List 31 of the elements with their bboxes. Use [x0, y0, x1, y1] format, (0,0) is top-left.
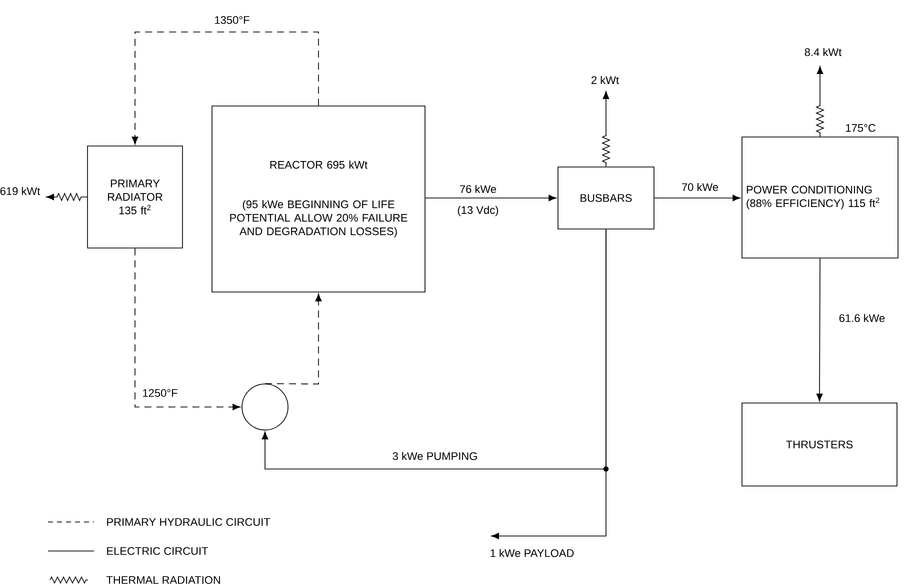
thrusters-box: THRUSTERS [742, 402, 898, 486]
reactor-box: REACTOR 695 kWt (95 kWe BEGINNING OF LIFE POTENTIAL ALLOW 20% FAILURE AND DEGRADATION LOSSES) [212, 106, 426, 292]
arrow [425, 194, 556, 202]
edge-label: 70 kWe [680, 182, 720, 192]
edge-label: 1350°F [213, 15, 251, 25]
radiator-box: PRIMARY RADIATOR 135 ft$^{2}$ [87, 146, 183, 248]
arrow [491, 229, 606, 540]
radiation-arrow [601, 91, 611, 167]
edge-label: 8.4 kWt [803, 46, 843, 58]
edge-label: 3 kWe PUMPING [391, 450, 479, 462]
busbars-box: BUSBARS [558, 166, 654, 230]
legend-text: ELECTRIC CIRCUIT [107, 547, 208, 555]
radiation-arrow [815, 66, 825, 137]
pump-circle [242, 384, 288, 430]
power-conditioning-box: POWER CONDITIONING (88% EFFICIENCY) 115 ft$^{2}$ [742, 136, 898, 258]
edge-label: 1250°F [141, 388, 179, 398]
radiation-arrow [46, 192, 88, 202]
arrow [654, 194, 740, 202]
arrow [132, 32, 319, 144]
edge-label: 1 kWe PAYLOAD [488, 548, 576, 558]
edge-label: 619 kWt [0, 186, 42, 196]
edge-label: 2 kWt [590, 74, 620, 86]
edge-label: 76 kWe [458, 184, 498, 194]
annotation-label: (13 Vdc) [458, 206, 498, 216]
edge-label: 61.6 kWe [838, 312, 886, 324]
arrow [264, 294, 322, 384]
arrow [134, 248, 240, 410]
legend-text: THERMAL RADIATION [106, 576, 220, 584]
temperature-label: 175°C [846, 124, 876, 132]
arrow [816, 258, 823, 402]
legend-text: PRIMARY HYDRAULIC CIRCUIT [107, 518, 270, 526]
